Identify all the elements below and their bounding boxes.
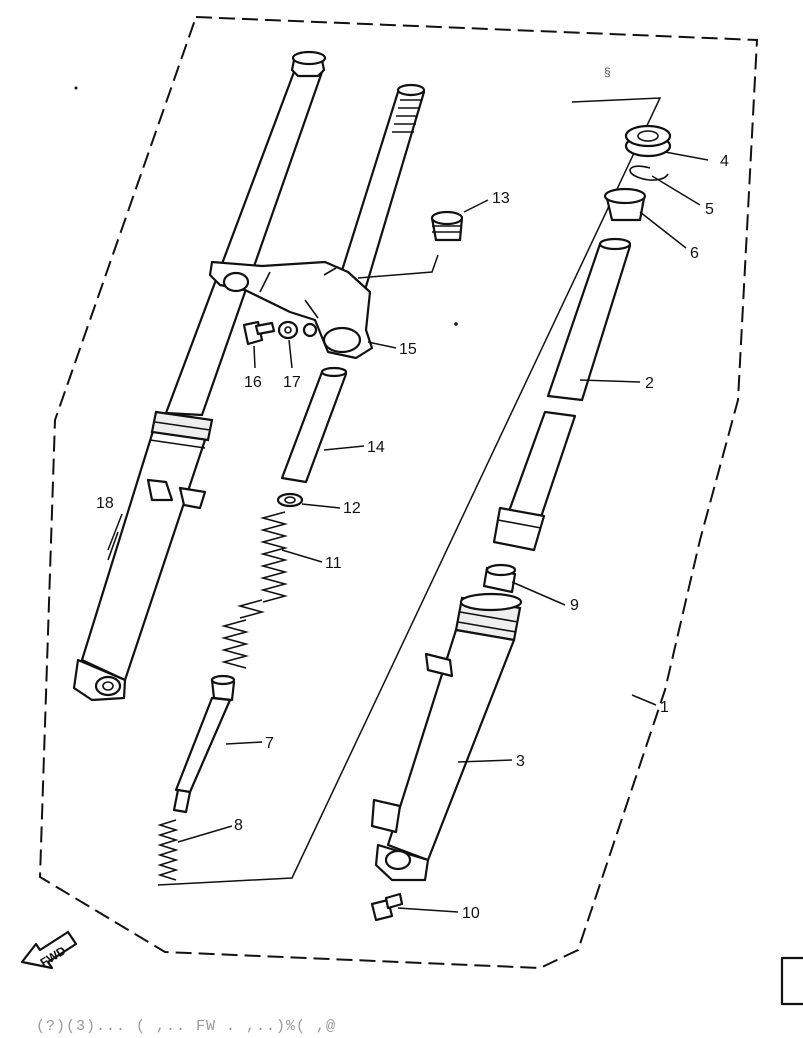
- assembled-fork-18: [72, 50, 327, 702]
- callout-labels: 1 2 3 4 5 6 7 8 9 10 11 12 13 14 15 16 1…: [96, 153, 729, 922]
- steering-stem: [332, 83, 426, 302]
- part-16-pinch-bolt: [242, 320, 276, 346]
- part-12-spring-seat: [276, 492, 304, 508]
- part-17-washer: [277, 320, 299, 340]
- under-bracket-15: [208, 260, 374, 360]
- stray-dot-2: [74, 86, 78, 90]
- assembly-boundary-dashed: [38, 15, 759, 970]
- callout-11: 11: [325, 555, 342, 572]
- part-11-fork-spring: [220, 511, 289, 669]
- callout-9: 9: [570, 597, 579, 614]
- callout-8: 8: [234, 817, 243, 834]
- part-7-damper-rod: [172, 674, 236, 814]
- callout-13: 13: [492, 190, 510, 207]
- part-10-drain-bolt: [370, 892, 404, 922]
- exploded-group-outline: [157, 97, 662, 886]
- callout-4: 4: [720, 153, 729, 170]
- leader-lines: [107, 151, 709, 913]
- callout-17: 17: [283, 374, 301, 391]
- callout-2: 2: [645, 375, 654, 392]
- part-9-oil-lock-piece: [482, 563, 517, 594]
- fwd-arrow-icon: FWD: [20, 930, 78, 970]
- callout-12: 12: [343, 500, 361, 517]
- callout-6: 6: [690, 245, 699, 262]
- part-8-rebound-spring: [157, 819, 179, 881]
- callout-18: 18: [96, 495, 114, 512]
- part-2-inner-tube: [492, 237, 632, 552]
- callout-3: 3: [516, 753, 525, 770]
- callout-1: 1: [660, 699, 669, 716]
- part-6-bushing: [603, 187, 647, 222]
- footer-reference: (?)(3)... ( ,.. FW . ,..)%( ,@: [36, 1018, 336, 1035]
- part-3-outer-tube: [370, 592, 523, 882]
- part-14-spacer: [280, 366, 348, 484]
- stray-mark: §: [604, 65, 611, 79]
- stray-dot: [454, 322, 458, 326]
- part-13-cap-bolt: [357, 210, 464, 279]
- callout-5: 5: [705, 201, 714, 218]
- corner-frame-mark: [780, 956, 803, 1006]
- callout-16: 16: [244, 374, 262, 391]
- part-4-oil-seal: [624, 124, 672, 158]
- callout-10: 10: [462, 905, 480, 922]
- callout-15: 15: [399, 341, 417, 358]
- part-5-retaining-clip: [629, 165, 669, 181]
- callout-14: 14: [367, 439, 385, 456]
- callout-7: 7: [265, 735, 274, 752]
